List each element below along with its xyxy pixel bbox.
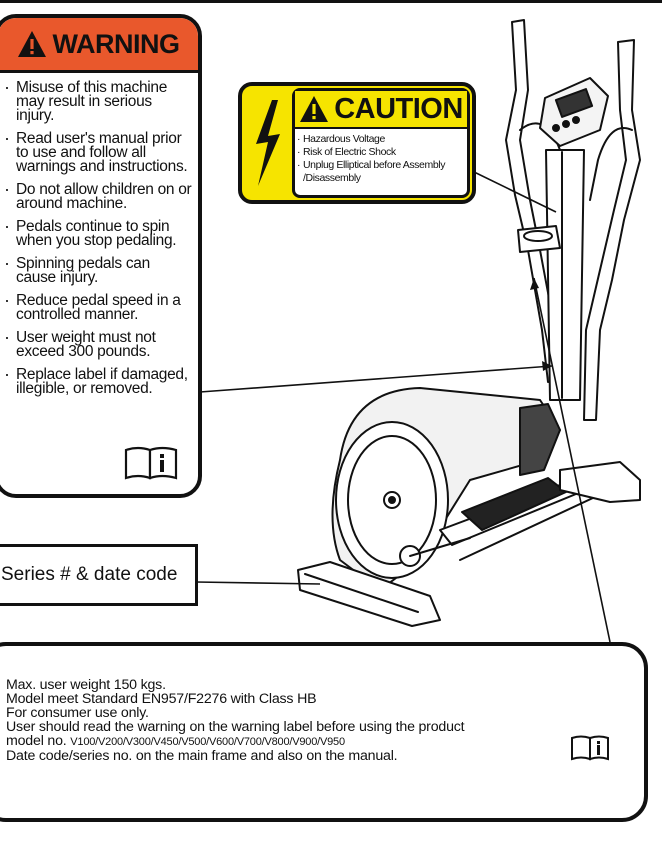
warning-triangle-icon [300, 96, 329, 122]
warning-item: Spinning pedals can cause injury. [4, 256, 192, 286]
warning-item: Replace label if damaged, illegible, or … [4, 367, 192, 397]
warning-item: Read user's manual prior to use and foll… [4, 131, 192, 175]
warning-triangle-icon [17, 31, 46, 57]
caution-item: Unplug Elliptical before Assembly [297, 159, 465, 172]
user-manual-info-icon [571, 735, 609, 761]
info-consumer-use: For consumer use only. [6, 705, 149, 721]
warning-item: User weight must not exceed 300 pounds. [4, 330, 192, 360]
caution-item: Risk of Electric Shock [297, 146, 465, 159]
top-rule [0, 0, 662, 3]
caution-list: Hazardous Voltage Risk of Electric Shock… [295, 133, 467, 185]
warning-item: Do not allow children on or around machi… [4, 182, 192, 212]
warning-item: Misuse of this machine may result in ser… [4, 80, 192, 124]
info-standard: Model meet Standard EN957/F2276 with Cla… [6, 691, 317, 707]
caution-header: CAUTION [295, 91, 467, 129]
caution-label: CAUTION Hazardous Voltage Risk of Electr… [238, 82, 476, 204]
caution-panel: CAUTION Hazardous Voltage Risk of Electr… [292, 88, 470, 198]
info-date-code: Date code/series no. on the main frame a… [6, 748, 398, 764]
info-model-numbers: model no. V100/V200/V300/V450/V500/V600/… [6, 734, 576, 749]
warning-title: WARNING [52, 28, 181, 59]
lightning-bolt-icon [256, 100, 280, 186]
model-values: V100/V200/V300/V450/V500/V600/V700/V800/… [70, 736, 345, 748]
info-read-warning: User should read the warning on the warn… [6, 719, 465, 735]
series-date-code-label: Series # & date code [0, 544, 198, 606]
warning-label: WARNING Misuse of this machine may resul… [0, 14, 202, 498]
info-max-weight: Max. user weight 150 kgs. [6, 677, 166, 693]
info-lines: Max. user weight 150 kgs. Model meet Sta… [6, 678, 576, 763]
warning-list: Misuse of this machine may result in ser… [0, 80, 198, 397]
warning-header: WARNING [0, 18, 198, 73]
product-info-box: Max. user weight 150 kgs. Model meet Sta… [0, 642, 648, 822]
user-manual-info-icon [124, 446, 178, 480]
caution-item: /Disassembly [303, 172, 361, 184]
model-label: model no. [6, 733, 67, 749]
caution-item: Hazardous Voltage [297, 133, 465, 146]
warning-item: Pedals continue to spin when you stop pe… [4, 219, 192, 249]
series-label-text: Series # & date code [1, 564, 178, 585]
warning-item: Reduce pedal speed in a controlled manne… [4, 293, 192, 323]
caution-title: CAUTION [334, 92, 463, 125]
